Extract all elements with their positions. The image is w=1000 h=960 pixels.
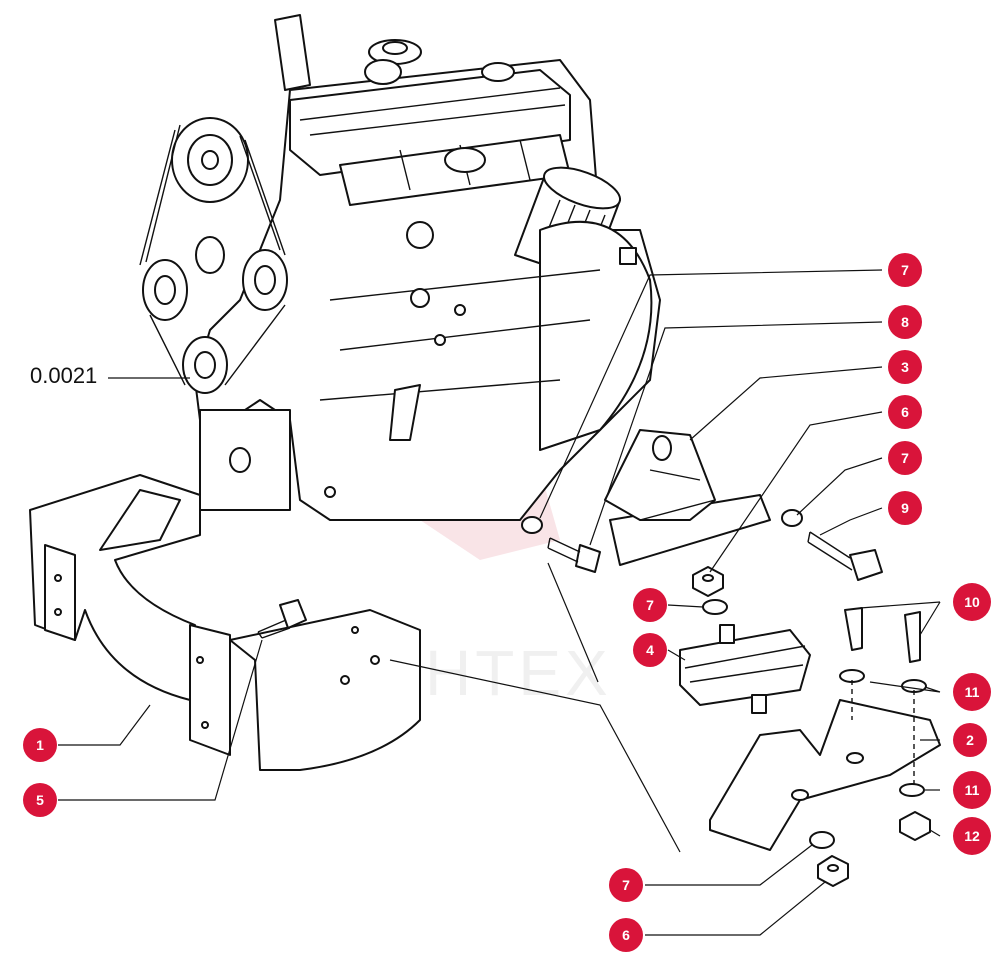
washer-7a <box>521 516 543 534</box>
callout-11b: 11 <box>953 771 991 809</box>
callout-label: 1 <box>36 737 44 753</box>
callout-11a: 11 <box>953 673 991 711</box>
callout-7c: 7 <box>633 588 667 622</box>
callout-8: 8 <box>888 305 922 339</box>
callout-label: 7 <box>622 877 630 893</box>
part-1-left-bracket <box>29 474 231 756</box>
part-4-rubber-mount <box>679 624 811 714</box>
callout-1: 1 <box>23 728 57 762</box>
callout-7b: 7 <box>888 441 922 475</box>
callout-label: 7 <box>901 262 909 278</box>
callout-4: 4 <box>633 633 667 667</box>
callout-9: 9 <box>888 491 922 525</box>
washer-7c <box>702 599 728 615</box>
callout-label: 7 <box>646 597 654 613</box>
callout-label: 9 <box>901 500 909 516</box>
part-2-mount-base <box>709 680 941 851</box>
callout-5: 5 <box>23 783 57 817</box>
callout-label: 3 <box>901 359 909 375</box>
bolts-10 <box>844 607 921 663</box>
callout-7a: 7 <box>888 253 922 287</box>
callout-label: 8 <box>901 314 909 330</box>
callout-label: 10 <box>964 594 980 610</box>
part-3-engine-bracket <box>604 429 771 566</box>
callout-6a: 6 <box>888 395 922 429</box>
callout-label: 4 <box>646 642 654 658</box>
callout-label: 6 <box>622 927 630 943</box>
belt-drive <box>139 117 288 394</box>
nut-12 <box>899 811 931 841</box>
callout-label: 11 <box>965 782 980 798</box>
callout-12: 12 <box>953 817 991 855</box>
callout-label: 2 <box>966 732 974 748</box>
reference-code: 0.0021 <box>30 363 97 388</box>
washer-11b <box>899 783 925 797</box>
part-5-bolt <box>257 599 307 639</box>
engine-assembly <box>139 14 661 521</box>
washer-7b <box>781 509 803 527</box>
callout-label: 12 <box>964 828 980 844</box>
callout-3: 3 <box>888 350 922 384</box>
nut-6b <box>817 855 849 887</box>
part-9-bolt <box>807 531 883 581</box>
callout-label: 5 <box>36 792 44 808</box>
part-1-right-plate <box>229 609 421 771</box>
callout-10: 10 <box>953 583 991 621</box>
callout-label: 11 <box>965 684 980 700</box>
washer-7d <box>809 831 835 849</box>
leader-lines <box>58 269 941 936</box>
callout-2: 2 <box>953 723 987 757</box>
bolt-8 <box>547 537 601 573</box>
callout-label: 7 <box>901 450 909 466</box>
callout-7d: 7 <box>609 868 643 902</box>
nut-6a <box>692 566 724 597</box>
callout-label: 6 <box>901 404 909 420</box>
callout-6b: 6 <box>609 918 643 952</box>
